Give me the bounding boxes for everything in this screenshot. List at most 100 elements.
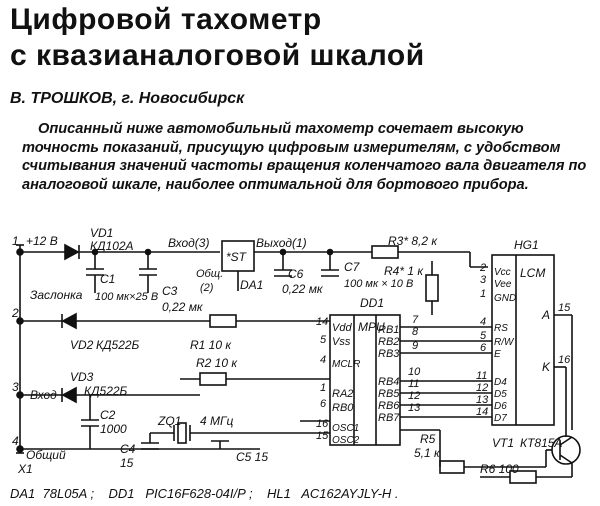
zq1-crystal: [150, 422, 300, 444]
dd1-pin-13: 13: [408, 402, 421, 414]
dd1-pin-7: 7: [412, 314, 419, 326]
c4-label: C4: [120, 442, 136, 456]
c2-value: 1000: [100, 422, 127, 436]
parts-footer: DA1 78L05A ; DD1 PIC16F628-04I/P ; HL1 A…: [10, 486, 399, 501]
r5-label: R5: [420, 432, 436, 446]
dd1-pin-6: 6: [320, 398, 327, 410]
c5-label: C5 15: [236, 450, 268, 464]
hg1-pin-15: 15: [558, 302, 571, 314]
c6-label: C6: [288, 267, 304, 281]
dd1-pin-10: 10: [408, 366, 421, 378]
c3-capacitor: [139, 252, 157, 293]
vd2-label: VD2: [70, 338, 94, 352]
da1-label: DA1: [240, 278, 263, 292]
r5-resistor: [439, 460, 465, 474]
c7-capacitor: [321, 252, 339, 277]
dd1-pin-16: 16: [316, 418, 329, 430]
vd2-type: КД522Б: [96, 338, 140, 352]
input-throttle: Заслонка: [30, 288, 83, 302]
hg1-rw: R/W: [494, 337, 515, 348]
title-line-2: с квазианалоговой шкалой: [10, 39, 425, 72]
title-line-1: Цифровой тахометр: [10, 3, 322, 36]
c6-capacitor: [274, 252, 292, 277]
r2-resistor: [199, 372, 227, 386]
hg1-pin-13: 13: [476, 394, 489, 406]
vd3-label: VD3: [70, 370, 94, 384]
article-abstract: Описанный ниже автомобильный тахометр со…: [22, 120, 594, 194]
c2-label: C2: [100, 408, 116, 422]
dd1-pin-4: 4: [320, 354, 326, 366]
pin-4: 4: [12, 434, 19, 448]
r4-resistor: [425, 274, 439, 302]
r2-label: R2 10 к: [196, 356, 238, 370]
dd1-pin-8: 8: [412, 326, 419, 338]
hg1-pin-5: 5: [480, 330, 487, 342]
hg1-pin-12: 12: [476, 382, 488, 394]
r3-label: R3* 8,2 к: [388, 234, 438, 248]
dd1-pin-15: 15: [316, 430, 329, 442]
hg1-gnd: GND: [494, 293, 516, 304]
hg1-d4: D4: [494, 377, 507, 388]
vd2-diode: [61, 312, 77, 330]
connector-x1: 1 2 3 4 X1: [11, 234, 33, 476]
article-author: В. ТРОШКОВ, г. Новосибирск: [10, 90, 245, 107]
connector-label: X1: [17, 462, 33, 476]
c5-capacitor: [211, 440, 229, 449]
vd1-diode: [64, 243, 80, 261]
hg1-pin-4: 4: [480, 316, 486, 328]
hg1-pin-6: 6: [480, 342, 487, 354]
hg1-pin-16: 16: [558, 354, 571, 366]
hg1-pin-14: 14: [476, 406, 488, 418]
hg1-vee: Vee: [494, 279, 512, 290]
vd1-type: КД102А: [90, 239, 134, 253]
c1-label: C1: [100, 272, 115, 286]
da1-output: Выход(1): [256, 236, 307, 250]
dd1-mpu: MPU: [358, 320, 385, 334]
hg1-vcc: Vcc: [494, 267, 511, 278]
dd1-pin-1: 1: [320, 382, 326, 394]
hg1-k: K: [542, 360, 551, 374]
abstract-text: Описанный ниже автомобильный тахометр со…: [22, 121, 587, 193]
dd1-microcontroller: [329, 314, 401, 446]
dd1-vss: Vss: [332, 336, 351, 348]
dd1-rb4: RB4: [378, 376, 399, 388]
c7-value: 100 мк × 10 В: [344, 278, 413, 290]
hg1-rs: RS: [494, 323, 508, 334]
dd1-pin-9: 9: [412, 340, 418, 352]
r4-label: R4* 1 к: [384, 264, 424, 278]
dd1-pin-5: 5: [320, 334, 327, 346]
hg1-lcm: LCM: [520, 266, 545, 280]
dd1-rb1: RB1: [378, 324, 399, 336]
dd1-label: DD1: [360, 296, 384, 310]
hg1-pin-11: 11: [476, 370, 487, 382]
dd1-rb3: RB3: [378, 348, 400, 360]
hg1-pin-1: 1: [480, 288, 486, 300]
r1-label: R1 10 к: [190, 338, 232, 352]
da1-input: Вход(3): [168, 236, 209, 250]
c6-value: 0,22 мк: [282, 282, 324, 296]
pin-3: 3: [12, 380, 19, 394]
hg1-e: E: [494, 349, 501, 360]
schematic: 1 2 3 4 X1 +12 В Заслонка Вход Общий VD1…: [11, 226, 581, 484]
dd1-mclr: MCLR: [332, 359, 360, 370]
r5-value: 5,1 к: [414, 446, 441, 460]
hg1-label: HG1: [514, 238, 539, 252]
da1-symbol: *ST: [226, 250, 248, 264]
dd1-osc1: OSC1: [332, 423, 359, 434]
pin-1: 1: [12, 234, 19, 248]
input-common: Общий: [26, 448, 66, 462]
c3-value: 0,22 мк: [162, 300, 204, 314]
c4-capacitor: [141, 433, 159, 450]
r1-resistor: [209, 314, 237, 328]
da1-regulator: [221, 240, 340, 291]
hg1-pin-3: 3: [480, 274, 487, 286]
hg1-a: A: [541, 308, 550, 322]
dd1-pin-12: 12: [408, 390, 420, 402]
hg1-pin-2: 2: [479, 262, 486, 274]
c1-value: 100 мк×25 В: [95, 291, 158, 303]
dd1-pin-14: 14: [316, 316, 328, 328]
zq1-value: 4 МГц: [200, 414, 234, 428]
hg1-display: [491, 254, 555, 426]
c7-label: C7: [344, 260, 361, 274]
dd1-vdd: Vdd: [332, 322, 352, 334]
